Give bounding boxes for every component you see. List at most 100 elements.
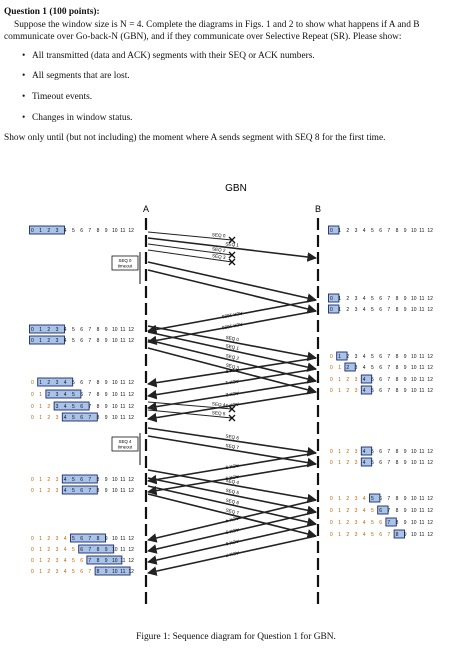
seq-number: 2 bbox=[47, 380, 50, 386]
seq-number: 1 bbox=[39, 392, 42, 398]
window-box bbox=[393, 529, 405, 539]
seq-number: 9 bbox=[105, 327, 108, 333]
seq-number: 4 bbox=[363, 449, 366, 455]
seq-number: 10 bbox=[411, 460, 417, 466]
seq-number: 0 bbox=[330, 388, 333, 394]
seq-number: 9 bbox=[105, 415, 108, 421]
ack-arrow bbox=[147, 499, 317, 543]
ack-arrow bbox=[147, 511, 317, 554]
seq-number: 8 bbox=[396, 307, 399, 313]
segment-arrow bbox=[147, 261, 317, 303]
seq-number: 12 bbox=[427, 307, 433, 313]
seq-number: 9 bbox=[404, 449, 407, 455]
seq-number: 6 bbox=[80, 228, 83, 234]
seq-number: 3 bbox=[355, 532, 358, 538]
seq-number: 8 bbox=[396, 508, 399, 514]
segment-arrow bbox=[147, 493, 317, 539]
seq-number: 2 bbox=[346, 365, 349, 371]
seq-number: 6 bbox=[379, 296, 382, 302]
seq-number: 3 bbox=[56, 547, 59, 553]
seq-label: SEQ 3 bbox=[225, 362, 240, 370]
seq-number: 4 bbox=[64, 327, 67, 333]
seq-number: 9 bbox=[404, 508, 407, 514]
seq-number: 11 bbox=[419, 307, 424, 313]
seq-number: 1 bbox=[338, 307, 341, 313]
window-box bbox=[336, 351, 348, 361]
seq-number: 4 bbox=[64, 392, 67, 398]
window-box bbox=[61, 412, 98, 422]
seq-number: 10 bbox=[411, 508, 417, 514]
seq-number: 10 bbox=[112, 558, 118, 564]
seq-number: 12 bbox=[128, 327, 134, 333]
seq-number: 1 bbox=[338, 388, 341, 394]
bullet-list: All transmitted (data and ACK) segments … bbox=[4, 50, 466, 124]
seq-number: 12 bbox=[427, 388, 433, 394]
seq-number: 8 bbox=[97, 415, 100, 421]
window-box bbox=[61, 485, 98, 495]
seq-number: 10 bbox=[411, 449, 417, 455]
seq-number: 4 bbox=[64, 415, 67, 421]
seq-number: 4 bbox=[64, 488, 67, 494]
seq-number: 9 bbox=[404, 354, 407, 360]
seq-number: 0 bbox=[330, 307, 333, 313]
seq-label: SEQ 3 bbox=[212, 253, 227, 260]
timeout-label: SEQ 0 bbox=[119, 258, 132, 263]
seq-number: 11 bbox=[419, 508, 424, 514]
window-box bbox=[360, 385, 373, 395]
seq-number: 1 bbox=[39, 547, 42, 553]
seq-number: 7 bbox=[88, 228, 91, 234]
seq-number: 12 bbox=[427, 354, 433, 360]
seq-number: 10 bbox=[411, 520, 417, 526]
seq-number: 5 bbox=[371, 520, 374, 526]
seq-number: 7 bbox=[88, 477, 91, 483]
ack-label: ACK 5 bbox=[225, 527, 239, 535]
seq-number: 2 bbox=[47, 536, 50, 542]
seq-number: 10 bbox=[112, 380, 118, 386]
seq-label: SEQ 1 bbox=[225, 241, 239, 248]
seq-number: 1 bbox=[338, 508, 341, 514]
ack-arrow bbox=[147, 535, 317, 576]
seq-number: 0 bbox=[31, 338, 34, 344]
seq-number: 7 bbox=[88, 392, 91, 398]
seq-number: 7 bbox=[88, 327, 91, 333]
seq-number: 6 bbox=[80, 488, 83, 494]
seq-number: 8 bbox=[97, 380, 100, 386]
seq-number: 7 bbox=[387, 296, 390, 302]
seq-number: 1 bbox=[39, 558, 42, 564]
seq-number: 7 bbox=[387, 532, 390, 538]
seq-number: 3 bbox=[56, 415, 59, 421]
seq-number: 1 bbox=[338, 365, 341, 371]
seq-number: 2 bbox=[346, 520, 349, 526]
bullet-item: Timeout events. bbox=[22, 91, 466, 104]
seq-number: 8 bbox=[97, 569, 100, 575]
seq-number: 8 bbox=[396, 388, 399, 394]
seq-number: 5 bbox=[72, 477, 75, 483]
seq-number: 12 bbox=[128, 415, 134, 421]
seq-number: 7 bbox=[88, 404, 91, 410]
seq-number: 0 bbox=[330, 365, 333, 371]
seq-number: 10 bbox=[112, 536, 118, 542]
seq-number: 6 bbox=[80, 380, 83, 386]
seq-number: 12 bbox=[128, 558, 134, 564]
seq-number: 10 bbox=[411, 532, 417, 538]
seq-number: 5 bbox=[371, 508, 374, 514]
seq-number: 0 bbox=[31, 569, 34, 575]
seq-number: 3 bbox=[355, 496, 358, 502]
seq-label: SEQ 7 bbox=[225, 507, 240, 515]
seq-number: 9 bbox=[105, 569, 108, 575]
seq-number: 3 bbox=[56, 488, 59, 494]
seq-number: 12 bbox=[128, 380, 134, 386]
seq-number: 6 bbox=[379, 496, 382, 502]
seq-number: 9 bbox=[105, 380, 108, 386]
segment-arrow bbox=[147, 469, 317, 504]
seq-number: 11 bbox=[419, 296, 424, 302]
seq-number: 5 bbox=[371, 354, 374, 360]
lost-x-mark bbox=[228, 251, 236, 259]
seq-number: 4 bbox=[64, 569, 67, 575]
